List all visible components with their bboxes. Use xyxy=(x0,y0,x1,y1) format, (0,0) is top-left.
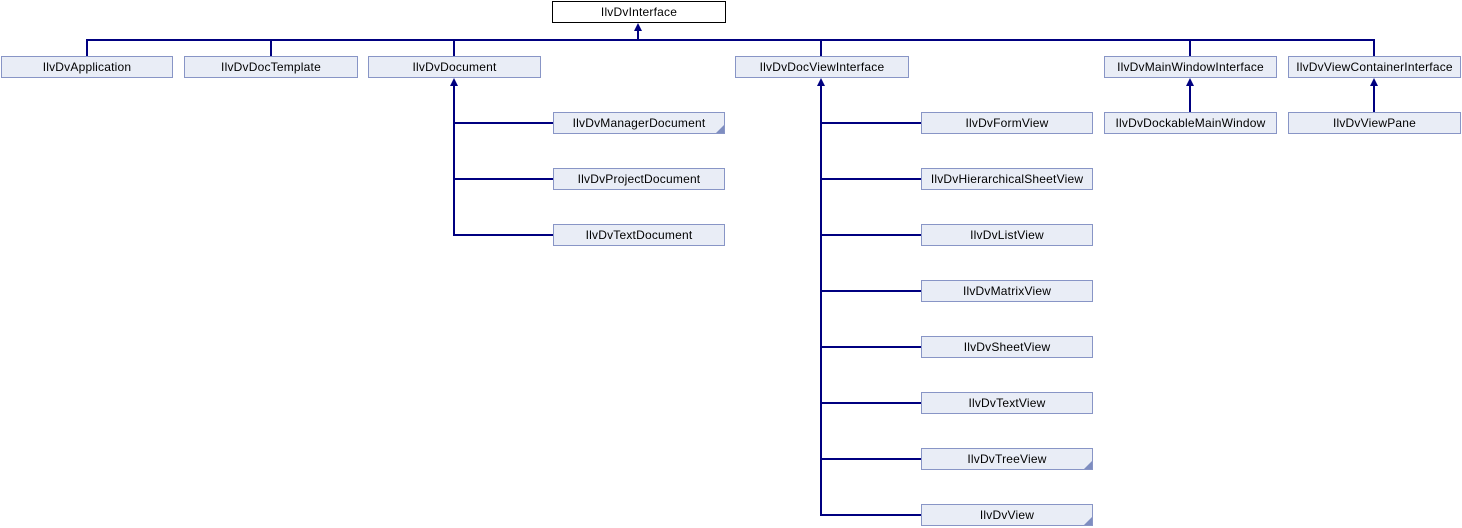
edge-branch-view xyxy=(820,514,921,516)
edge-main-window-stem xyxy=(1189,86,1191,112)
edge-root-bus xyxy=(86,39,1375,41)
class-label: IlvDvListView xyxy=(970,228,1044,242)
edge-branch-tree-view xyxy=(820,458,921,460)
edge-stub-view-container-interface xyxy=(1373,40,1375,56)
class-node-ilv-dv-tree-view[interactable]: IlvDvTreeView xyxy=(921,448,1093,470)
class-node-ilv-dv-interface: IlvDvInterface xyxy=(552,1,726,23)
class-label: IlvDvViewPane xyxy=(1332,116,1417,130)
class-node-ilv-dv-document[interactable]: IlvDvDocument xyxy=(368,56,541,78)
class-node-ilv-dv-view-pane[interactable]: IlvDvViewPane xyxy=(1288,112,1461,134)
inheritance-arrow-up-icon xyxy=(817,78,825,86)
edge-branch-text-document xyxy=(453,234,553,236)
class-node-ilv-dv-matrix-view[interactable]: IlvDvMatrixView xyxy=(921,280,1093,302)
edge-stub-doc-template xyxy=(270,40,272,56)
class-node-ilv-dv-text-document[interactable]: IlvDvTextDocument xyxy=(553,224,725,246)
class-node-ilv-dv-view[interactable]: IlvDvView xyxy=(921,504,1093,526)
class-label: IlvDvManagerDocument xyxy=(572,116,706,130)
edge-stub-document xyxy=(453,40,455,56)
edge-root-stem xyxy=(637,30,639,40)
edge-stub-main-window-interface xyxy=(1189,40,1191,56)
edge-stub-application xyxy=(86,40,88,56)
inheritance-arrow-up-icon xyxy=(1370,78,1378,86)
edge-branch-matrix-view xyxy=(820,290,921,292)
class-node-ilv-dv-form-view[interactable]: IlvDvFormView xyxy=(921,112,1093,134)
edge-document-bus xyxy=(453,86,455,236)
edge-branch-text-view xyxy=(820,402,921,404)
class-label: IlvDvTextView xyxy=(968,396,1046,410)
class-label: IlvDvDocTemplate xyxy=(221,60,321,74)
class-label: IlvDvTextDocument xyxy=(585,228,693,242)
class-label: IlvDvViewContainerInterface xyxy=(1296,60,1453,74)
class-node-ilv-dv-dockable-main-window[interactable]: IlvDvDockableMainWindow xyxy=(1104,112,1277,134)
subclasses-indicator-icon xyxy=(1084,461,1092,469)
subclasses-indicator-icon xyxy=(716,125,724,133)
edge-branch-hierarchical-sheet-view xyxy=(820,178,921,180)
class-label: IlvDvView xyxy=(979,508,1035,522)
edge-stub-doc-view-interface xyxy=(820,40,822,56)
class-label: IlvDvHierarchicalSheetView xyxy=(930,172,1084,186)
class-node-ilv-dv-sheet-view[interactable]: IlvDvSheetView xyxy=(921,336,1093,358)
inheritance-arrow-up-icon xyxy=(1186,78,1194,86)
inheritance-arrow-up-icon xyxy=(634,23,642,31)
edge-view-container-stem xyxy=(1373,86,1375,112)
class-node-ilv-dv-manager-document[interactable]: IlvDvManagerDocument xyxy=(553,112,725,134)
class-node-ilv-dv-application[interactable]: IlvDvApplication xyxy=(1,56,173,78)
class-node-ilv-dv-list-view[interactable]: IlvDvListView xyxy=(921,224,1093,246)
class-label: IlvDvDocument xyxy=(412,60,497,74)
subclasses-indicator-icon xyxy=(1084,517,1092,525)
inheritance-arrow-up-icon xyxy=(450,78,458,86)
class-label: IlvDvDocViewInterface xyxy=(759,60,885,74)
class-node-ilv-dv-doc-template[interactable]: IlvDvDocTemplate xyxy=(184,56,358,78)
class-label: IlvDvDockableMainWindow xyxy=(1115,116,1266,130)
class-node-ilv-dv-doc-view-interface[interactable]: IlvDvDocViewInterface xyxy=(735,56,909,78)
edge-branch-sheet-view xyxy=(820,346,921,348)
class-label: IlvDvApplication xyxy=(42,60,132,74)
class-node-ilv-dv-text-view[interactable]: IlvDvTextView xyxy=(921,392,1093,414)
class-label: IlvDvMainWindowInterface xyxy=(1117,60,1264,74)
class-node-ilv-dv-view-container-interface[interactable]: IlvDvViewContainerInterface xyxy=(1288,56,1461,78)
class-label: IlvDvInterface xyxy=(600,5,678,19)
edge-branch-project-document xyxy=(453,178,553,180)
class-node-ilv-dv-project-document[interactable]: IlvDvProjectDocument xyxy=(553,168,725,190)
class-label: IlvDvFormView xyxy=(965,116,1049,130)
class-label: IlvDvSheetView xyxy=(963,340,1051,354)
class-label: IlvDvProjectDocument xyxy=(577,172,701,186)
edge-doc-view-bus xyxy=(820,86,822,516)
class-label: IlvDvTreeView xyxy=(967,452,1047,466)
class-label: IlvDvMatrixView xyxy=(962,284,1052,298)
class-node-ilv-dv-hierarchical-sheet-view[interactable]: IlvDvHierarchicalSheetView xyxy=(921,168,1093,190)
edge-branch-list-view xyxy=(820,234,921,236)
edge-branch-form-view xyxy=(820,122,921,124)
edge-branch-manager-document xyxy=(453,122,553,124)
class-node-ilv-dv-main-window-interface[interactable]: IlvDvMainWindowInterface xyxy=(1104,56,1277,78)
